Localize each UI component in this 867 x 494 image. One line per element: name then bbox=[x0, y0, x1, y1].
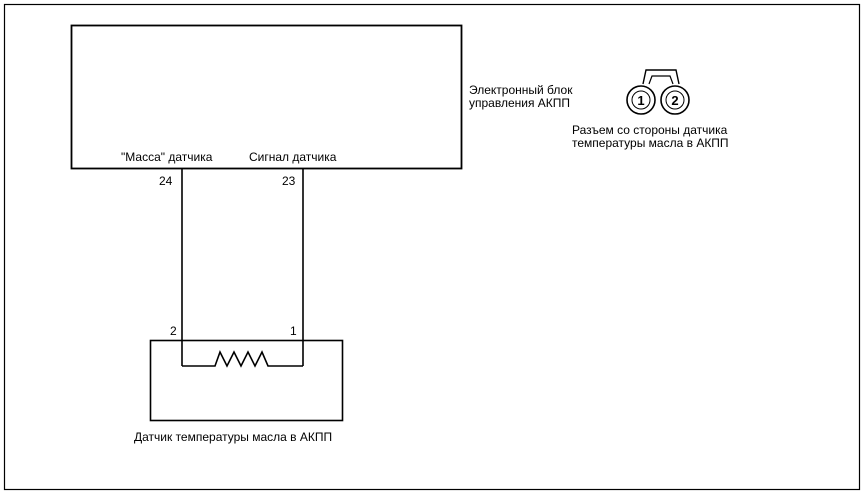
ecu-block bbox=[70, 24, 463, 170]
ecu-pin-23: 23 bbox=[282, 174, 296, 188]
thermistor-resistor bbox=[182, 349, 303, 368]
connector-caption-line1: Разъем со стороны датчика bbox=[572, 123, 728, 137]
sensor-block bbox=[149, 339, 344, 422]
connector-icon bbox=[626, 69, 690, 115]
sensor-signal-label: Сигнал датчика bbox=[249, 150, 337, 164]
sensor-pin-2: 2 bbox=[170, 324, 177, 338]
ecu-label-line1: Электронный блок bbox=[469, 83, 573, 97]
page-frame bbox=[3, 3, 861, 491]
sensor-caption: Датчик температуры масла в АКПП bbox=[134, 430, 332, 444]
connector-terminal-2: 2 bbox=[671, 93, 678, 108]
connector-terminal-1: 1 bbox=[637, 93, 644, 108]
connector-caption-line2: температуры масла в АКПП bbox=[572, 136, 729, 150]
ground-signal-label: "Масса" датчика bbox=[121, 150, 213, 164]
ecu-label-line2: управления АКПП bbox=[469, 96, 570, 110]
sensor-pin-1: 1 bbox=[290, 324, 297, 338]
ecu-pin-24: 24 bbox=[159, 174, 173, 188]
